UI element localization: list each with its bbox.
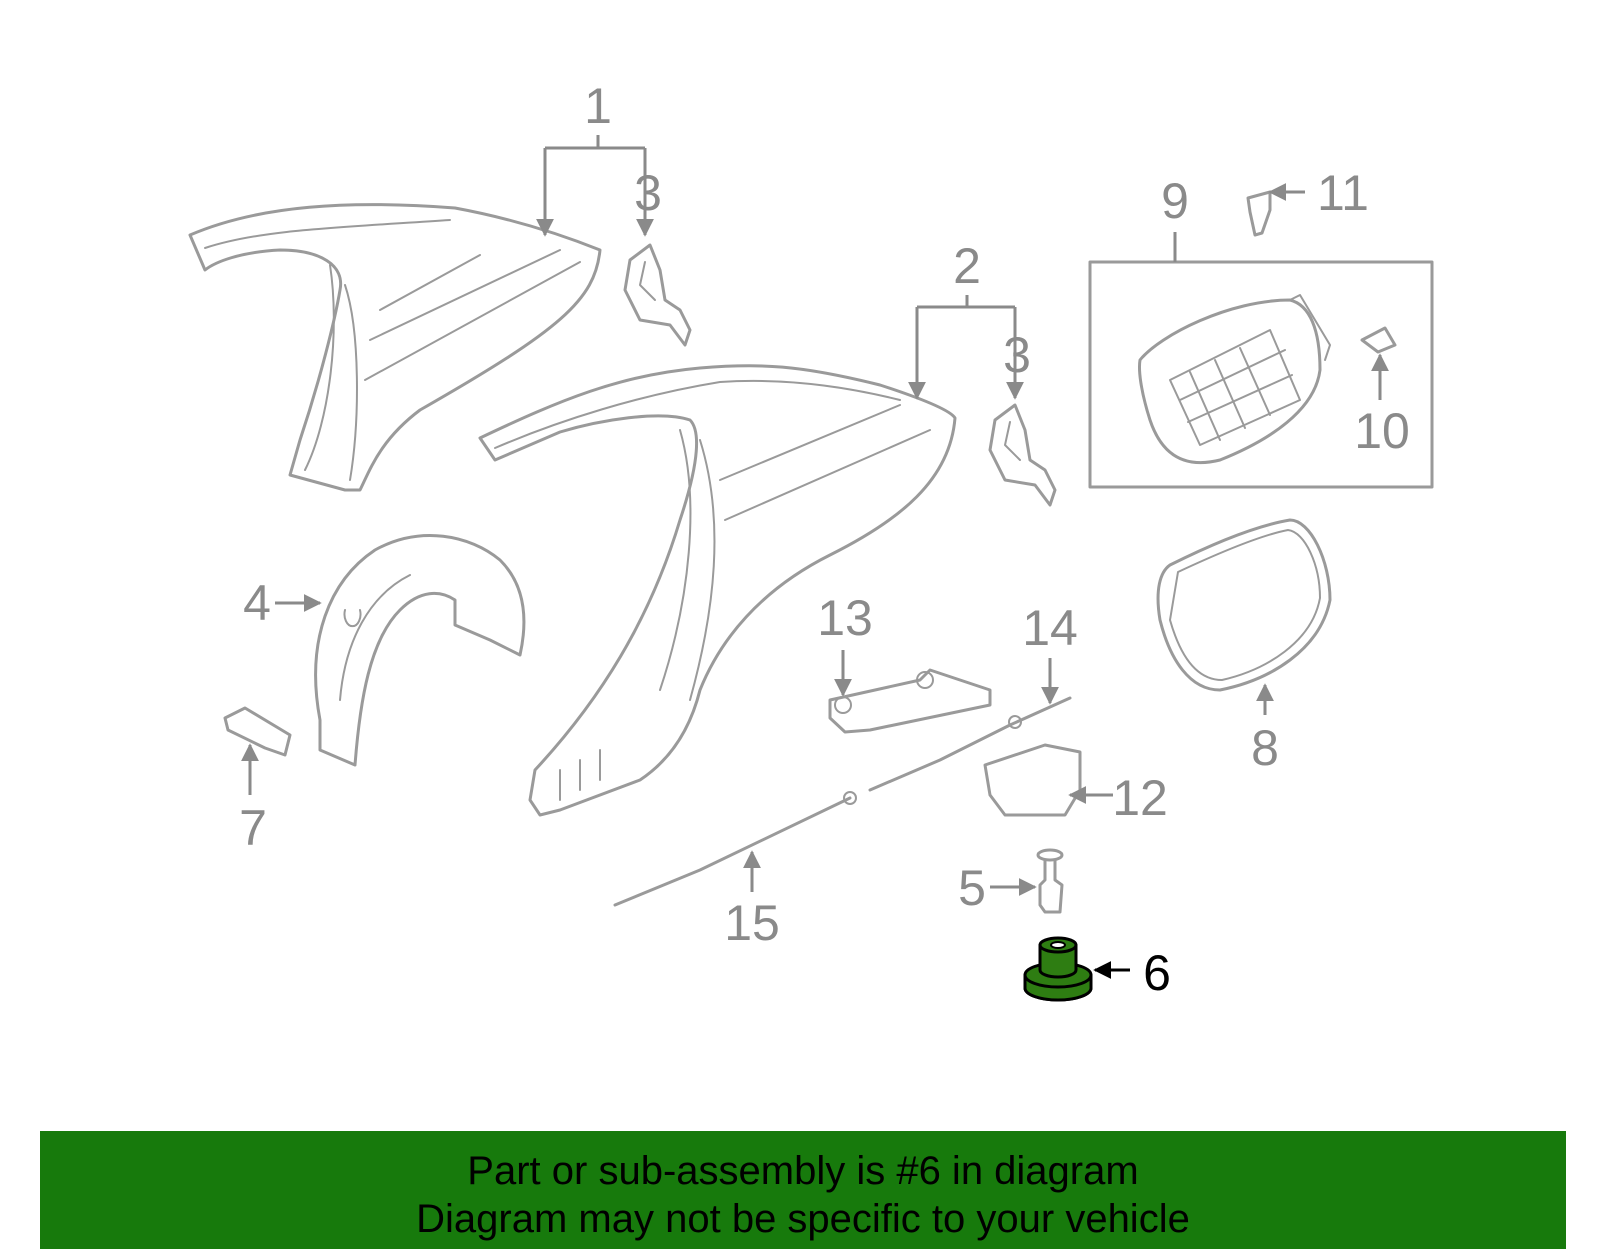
banner-line-1: Part or sub-assembly is #6 in diagram xyxy=(467,1149,1139,1193)
part-5-push-pin[interactable] xyxy=(1036,848,1064,914)
callout-9: 9 xyxy=(1161,173,1189,229)
callout-3-upper: 3 xyxy=(634,165,662,221)
callout-6: 6 xyxy=(1143,945,1171,1001)
leader-lines xyxy=(241,135,1389,979)
callout-12: 12 xyxy=(1112,770,1168,826)
info-banner: Part or sub-assembly is #6 in diagram Di… xyxy=(40,1131,1566,1249)
callout-13: 13 xyxy=(817,590,873,646)
part-13-bracket[interactable] xyxy=(828,668,992,734)
callout-11: 11 xyxy=(1317,165,1369,221)
callout-4: 4 xyxy=(243,575,271,631)
part-9-fuel-door-housing-box[interactable] xyxy=(1088,260,1434,489)
banner-line-2: Diagram may not be specific to your vehi… xyxy=(416,1197,1190,1241)
part-7-clip[interactable] xyxy=(223,706,292,757)
part-1-inner-quarter-panel[interactable] xyxy=(188,203,602,492)
callout-14: 14 xyxy=(1022,600,1078,656)
part-3-bracket-lower[interactable] xyxy=(988,403,1057,507)
part-15-cable[interactable] xyxy=(613,791,857,907)
callout-10: 10 xyxy=(1354,403,1410,459)
part-11-bolt[interactable] xyxy=(1246,190,1272,237)
callout-2: 2 xyxy=(953,238,981,294)
callout-7: 7 xyxy=(239,800,267,856)
part-2-quarter-panel[interactable] xyxy=(478,364,957,817)
callout-15: 15 xyxy=(724,895,780,951)
callout-1: 1 xyxy=(584,78,612,134)
part-14-cable[interactable] xyxy=(868,696,1072,792)
callout-8: 8 xyxy=(1251,720,1279,776)
callout-5: 5 xyxy=(958,860,986,916)
callout-3-lower: 3 xyxy=(1003,327,1031,383)
part-8-fuel-door[interactable] xyxy=(1156,518,1332,692)
part-12-actuator[interactable] xyxy=(983,743,1082,817)
part-3-bracket-upper[interactable] xyxy=(623,243,692,347)
part-10-clip[interactable] xyxy=(1360,326,1397,354)
part-6-nut-highlighted[interactable] xyxy=(1023,936,1093,1002)
callout-labels: 1 3 2 3 9 11 10 4 7 8 13 14 12 15 5 6 xyxy=(239,78,1410,1001)
part-4-wheel-liner[interactable] xyxy=(314,534,526,767)
